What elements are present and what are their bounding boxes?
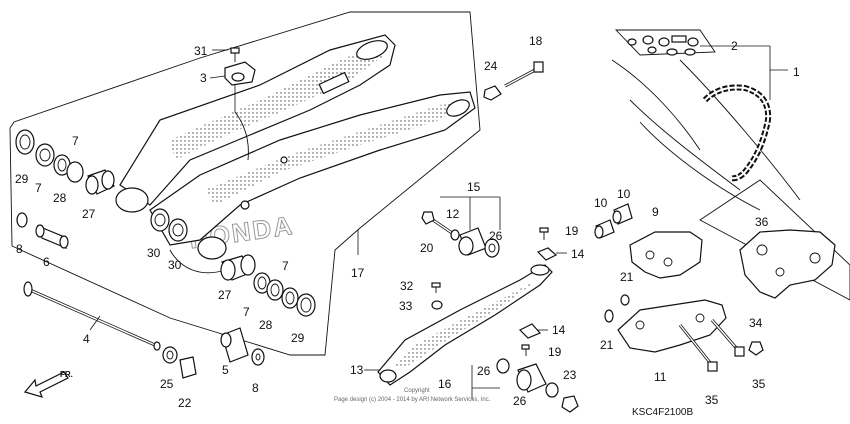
callout-7a: 7: [72, 134, 79, 148]
right-pivot-bearings: [220, 254, 316, 317]
leader-lines: [89, 45, 788, 400]
callout-18: 18: [529, 34, 543, 48]
callout-10b: 10: [617, 187, 631, 201]
pivot-bearings-30: [150, 208, 188, 242]
chain-slider-13: [377, 264, 553, 386]
callout-4: 4: [83, 332, 90, 346]
callout-24: 24: [484, 59, 498, 73]
callout-28b: 28: [259, 318, 273, 332]
callout-33: 33: [399, 299, 413, 313]
callout-27a: 27: [82, 207, 96, 221]
callout-19b: 19: [548, 345, 562, 359]
callout-14b: 14: [552, 323, 566, 337]
callout-30a: 30: [147, 246, 161, 260]
callout-7c: 7: [282, 259, 289, 273]
callouts: 1 2 3 4 5 6 7 7 7 7 8 8 9 10 10 11 12 13…: [15, 34, 800, 410]
callout-34: 34: [749, 316, 763, 330]
callout-11: 11: [654, 370, 667, 384]
callout-9: 9: [652, 205, 659, 219]
slider-screws: [431, 282, 443, 310]
assembly-outline: [9, 11, 481, 356]
callout-36: 36: [755, 215, 769, 229]
front-direction-label: FR.: [60, 370, 73, 379]
callout-21a: 21: [620, 270, 634, 284]
callout-17: 17: [351, 266, 365, 280]
callout-31: 31: [194, 44, 208, 58]
callout-26a: 26: [489, 229, 503, 243]
callout-19a: 19: [565, 224, 579, 238]
callout-15: 15: [467, 180, 481, 194]
drive-chain: [611, 29, 801, 211]
callout-1: 1: [793, 65, 800, 79]
lower-pivot-parts: [162, 327, 265, 379]
swingarm: [115, 34, 476, 274]
callout-27b: 27: [218, 288, 232, 302]
upper-roller-group: [421, 211, 500, 258]
callout-23: 23: [563, 368, 577, 382]
callout-22: 22: [178, 396, 192, 410]
lower-screw-19: [518, 323, 542, 356]
chain-guide-block-9: [594, 203, 703, 279]
chain-guide-plate-11: [604, 294, 764, 372]
callout-26b: 26: [477, 364, 491, 378]
callout-7b: 7: [35, 181, 42, 195]
upper-screw-19: [536, 227, 558, 261]
callout-29a: 29: [15, 172, 29, 186]
pivot-shaft-parts: [16, 212, 161, 351]
callout-5: 5: [222, 363, 229, 377]
callout-8b: 8: [252, 381, 259, 395]
front-direction-arrow: FR.: [23, 370, 73, 398]
callout-10a: 10: [594, 196, 608, 210]
callout-26c: 26: [513, 394, 527, 408]
callout-2: 2: [731, 39, 738, 53]
chain-guide-36: [699, 179, 850, 301]
callout-16: 16: [438, 377, 452, 391]
diagram-code: KSC4F2100B: [632, 407, 693, 418]
callout-14a: 14: [571, 247, 585, 261]
callout-32: 32: [400, 279, 414, 293]
callout-12: 12: [446, 207, 460, 221]
callout-28a: 28: [53, 191, 67, 205]
callout-29b: 29: [291, 331, 305, 345]
callout-20: 20: [420, 241, 434, 255]
lower-roller-group: [496, 358, 579, 413]
callout-7d: 7: [243, 305, 250, 319]
chain-guide-clamp: [224, 47, 256, 86]
callout-21b: 21: [600, 338, 614, 352]
left-pivot-bearings: [15, 129, 115, 195]
copyright-line-2: Page design (c) 2004 - 2014 by ARI Netwo…: [334, 397, 491, 403]
callout-35b: 35: [705, 393, 719, 407]
callout-3: 3: [200, 71, 207, 85]
callout-30b: 30: [168, 258, 182, 272]
callout-25: 25: [160, 377, 174, 391]
pivot-bolt-18: [483, 61, 544, 101]
copyright-line-1: Copyright: [404, 388, 430, 394]
callout-13: 13: [350, 363, 364, 377]
callout-35a: 35: [752, 377, 766, 391]
callout-8a: 8: [16, 242, 23, 256]
callout-6: 6: [43, 255, 50, 269]
